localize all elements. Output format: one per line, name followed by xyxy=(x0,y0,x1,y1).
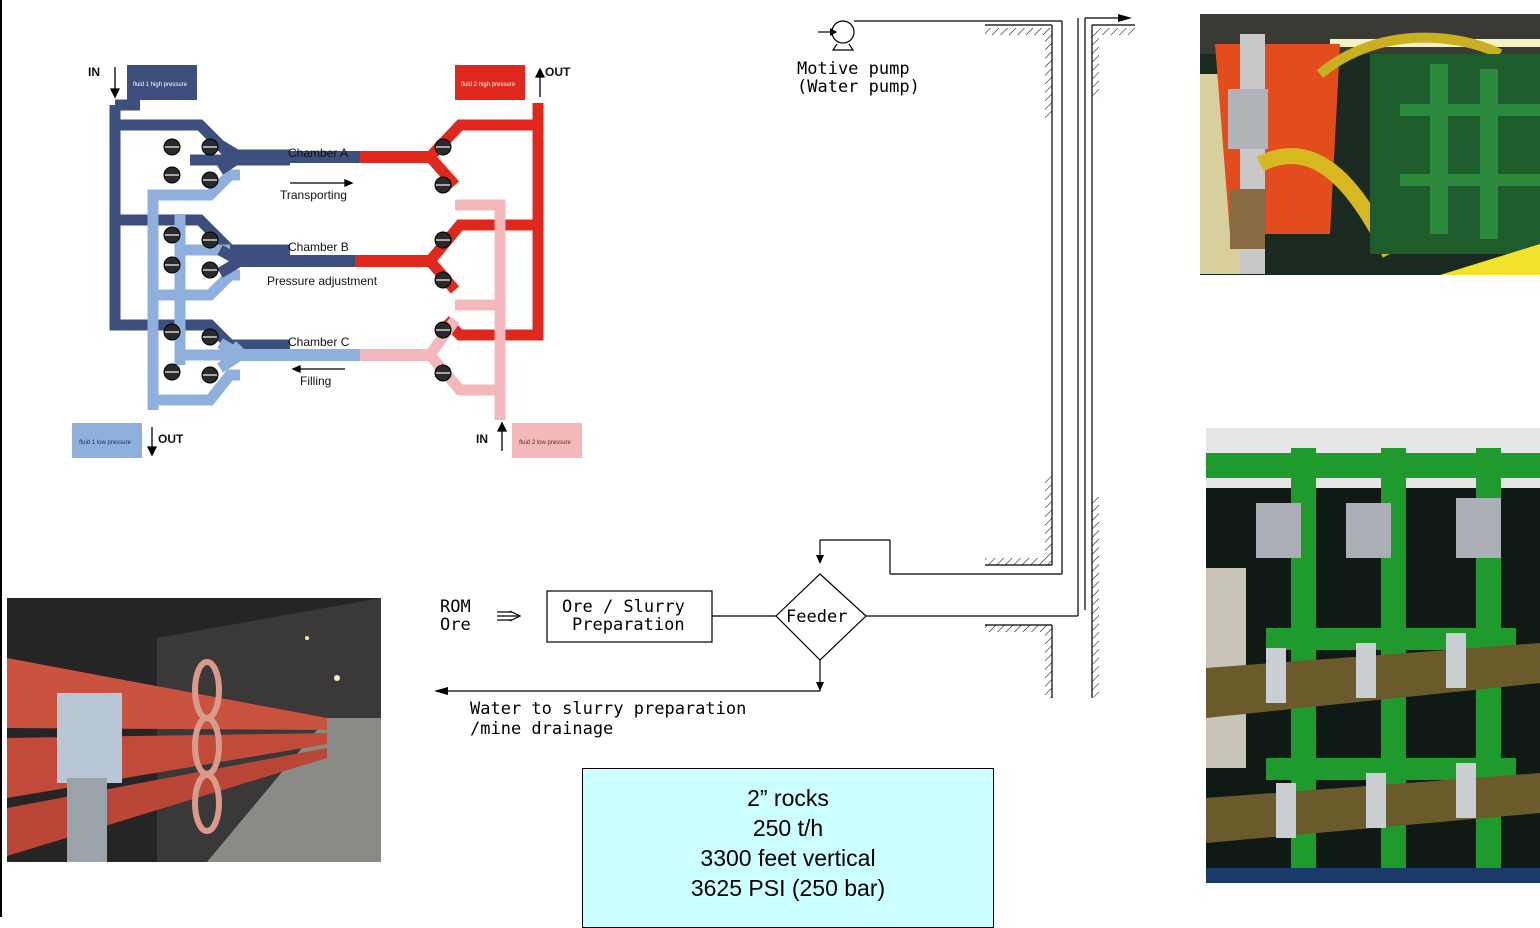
feeder-label: Feeder xyxy=(786,608,847,627)
specs-box: 2” rocks 250 t/h 3300 feet vertical 3625… xyxy=(582,768,994,928)
water-label-1: Water to slurry preparation xyxy=(470,700,746,719)
spec-vertical: 3300 feet vertical xyxy=(583,843,993,873)
prep-line2: Preparation xyxy=(572,616,685,635)
photo-tunnel-pipes xyxy=(7,598,381,862)
spec-rocks: 2” rocks xyxy=(583,783,993,813)
spec-pressure: 3625 PSI (250 bar) xyxy=(583,873,993,903)
water-pump-label: (Water pump) xyxy=(797,78,920,97)
photo-pump-room xyxy=(1200,14,1540,275)
water-label-2: /mine drainage xyxy=(470,720,613,739)
photo-chamber-pipes xyxy=(1206,428,1540,883)
spec-throughput: 250 t/h xyxy=(583,813,993,843)
ore-label: Ore xyxy=(440,616,471,635)
